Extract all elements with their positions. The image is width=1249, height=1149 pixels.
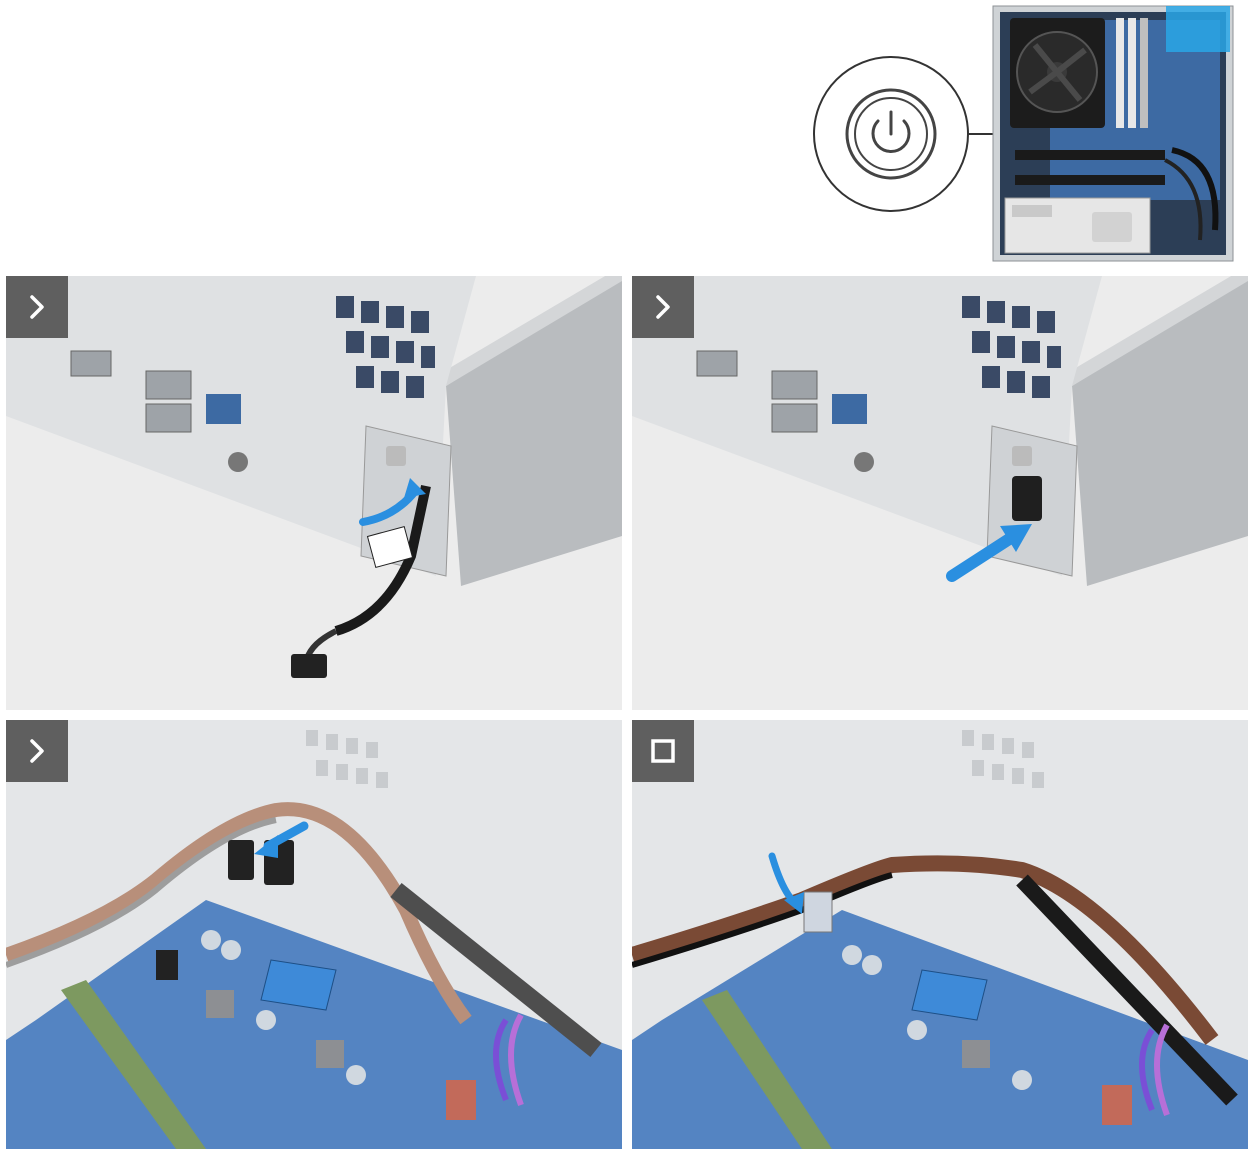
power-button-icon — [841, 84, 941, 184]
step-4-panel — [632, 720, 1248, 1149]
stop-square-icon — [649, 737, 677, 765]
chevron-right-icon — [649, 293, 677, 321]
step-2-panel — [632, 276, 1248, 710]
step-1-panel — [6, 276, 622, 710]
step-3-panel — [6, 720, 622, 1149]
step-badge — [632, 720, 694, 782]
step-badge — [6, 276, 68, 338]
system-overview-illustration — [800, 0, 1249, 265]
step-badge — [6, 720, 68, 782]
step-badge — [632, 276, 694, 338]
chevron-right-icon — [23, 737, 51, 765]
chevron-right-icon — [23, 293, 51, 321]
